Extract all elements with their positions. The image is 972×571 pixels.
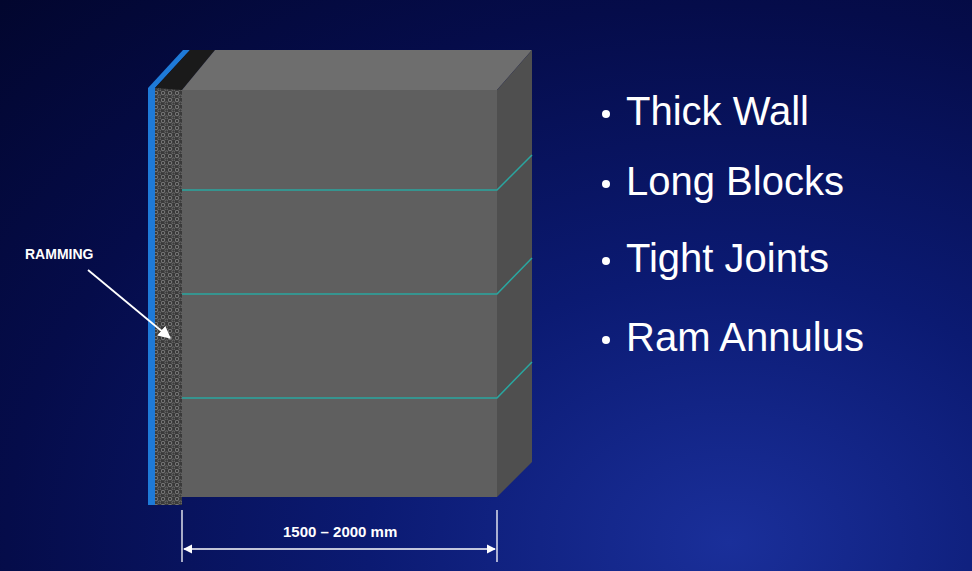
block-top-face xyxy=(182,50,532,90)
bullet-text: Ram Annulus xyxy=(626,315,864,360)
block-joints xyxy=(182,155,532,398)
block-side-face xyxy=(497,50,532,497)
bullet-text: Tight Joints xyxy=(626,236,829,281)
part-label: RAMMING xyxy=(25,246,93,262)
leader-arrow xyxy=(88,270,170,338)
bullet-text: Long Blocks xyxy=(626,159,844,204)
dimension-label: 1500 – 2000 mm xyxy=(283,523,397,540)
ramming-layer xyxy=(155,88,182,505)
dimension-line xyxy=(182,510,497,562)
steel-shell xyxy=(148,88,155,505)
bullet-text: Thick Wall xyxy=(626,89,809,134)
bullet-dots xyxy=(602,110,610,344)
